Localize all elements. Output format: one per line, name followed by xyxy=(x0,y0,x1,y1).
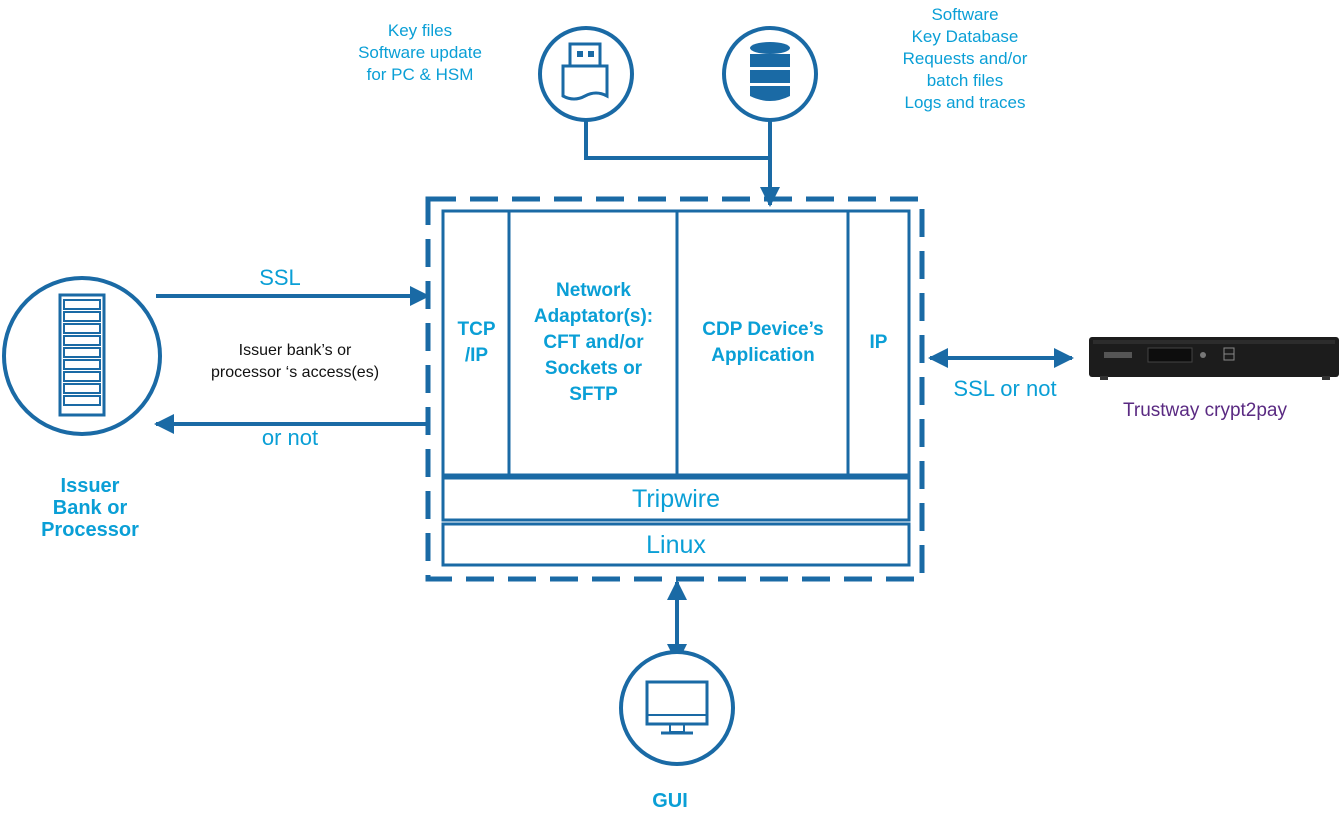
trustway-label: Trustway crypt2pay xyxy=(1122,400,1287,421)
database-icon xyxy=(722,26,818,122)
adaptator-line: Adaptator(s): xyxy=(533,306,654,327)
ssl-or-not-label: SSL or not xyxy=(953,376,1057,401)
batch-files-line: batch files xyxy=(926,71,1004,90)
processor-line: Processor xyxy=(41,519,139,541)
cdp-application-column: CDP Device’s Application xyxy=(679,213,847,473)
software-update-line: Software update xyxy=(358,43,482,62)
gui-label: GUI xyxy=(652,790,688,812)
ip-line: /IP xyxy=(464,345,489,366)
tcp-line: TCP xyxy=(457,319,496,340)
software-db-label: Software Key Database Requests and/or ba… xyxy=(850,4,1080,114)
sftp-line: SFTP xyxy=(569,384,618,405)
issuer-line: Issuer xyxy=(60,475,120,497)
access-line-2: processor ‘s access(es) xyxy=(210,364,380,381)
application-line: Application xyxy=(711,345,815,366)
dashed-frame xyxy=(425,196,925,582)
cft-line: CFT and/or xyxy=(543,332,644,353)
ip-column: IP xyxy=(850,213,907,473)
access-line-1: Issuer bank’s or xyxy=(238,342,352,359)
connectors xyxy=(154,120,1074,664)
network-line: Network xyxy=(556,280,631,301)
cdp-device-line: CDP Device’s xyxy=(702,319,824,340)
key-files-label: Key files Software update for PC & HSM xyxy=(300,20,540,86)
bank-or-line: Bank or xyxy=(52,497,128,519)
monitor-icon xyxy=(619,650,735,766)
access-label: Issuer bank’s or processor ‘s access(es) xyxy=(195,340,395,384)
pc-hsm-line: for PC & HSM xyxy=(366,65,474,84)
ssl-label: SSL xyxy=(259,265,301,290)
ip-col-line: IP xyxy=(869,332,888,353)
linux-layer: Linux xyxy=(646,530,706,559)
usb-to-frame-connector xyxy=(584,120,770,160)
server-rack-icon xyxy=(2,276,162,436)
key-database-line: Key Database xyxy=(911,27,1019,46)
issuer-entity-label: Issuer Bank or Processor xyxy=(10,475,170,541)
usb-drive-icon xyxy=(538,26,634,122)
software-line: Software xyxy=(931,5,999,24)
inner-blocks xyxy=(441,209,911,567)
network-adaptator-column: Network Adaptator(s): CFT and/or Sockets… xyxy=(511,213,676,473)
key-files-line: Key files xyxy=(387,21,453,40)
sockets-line: Sockets or xyxy=(544,358,643,379)
logs-traces-line: Logs and traces xyxy=(904,93,1026,112)
or-not-label: or not xyxy=(261,425,319,450)
tripwire-layer: Tripwire xyxy=(632,484,720,513)
hsm-appliance-icon xyxy=(1089,337,1339,380)
tcp-ip-column: TCP /IP xyxy=(445,213,508,473)
requests-line: Requests and/or xyxy=(902,49,1028,68)
